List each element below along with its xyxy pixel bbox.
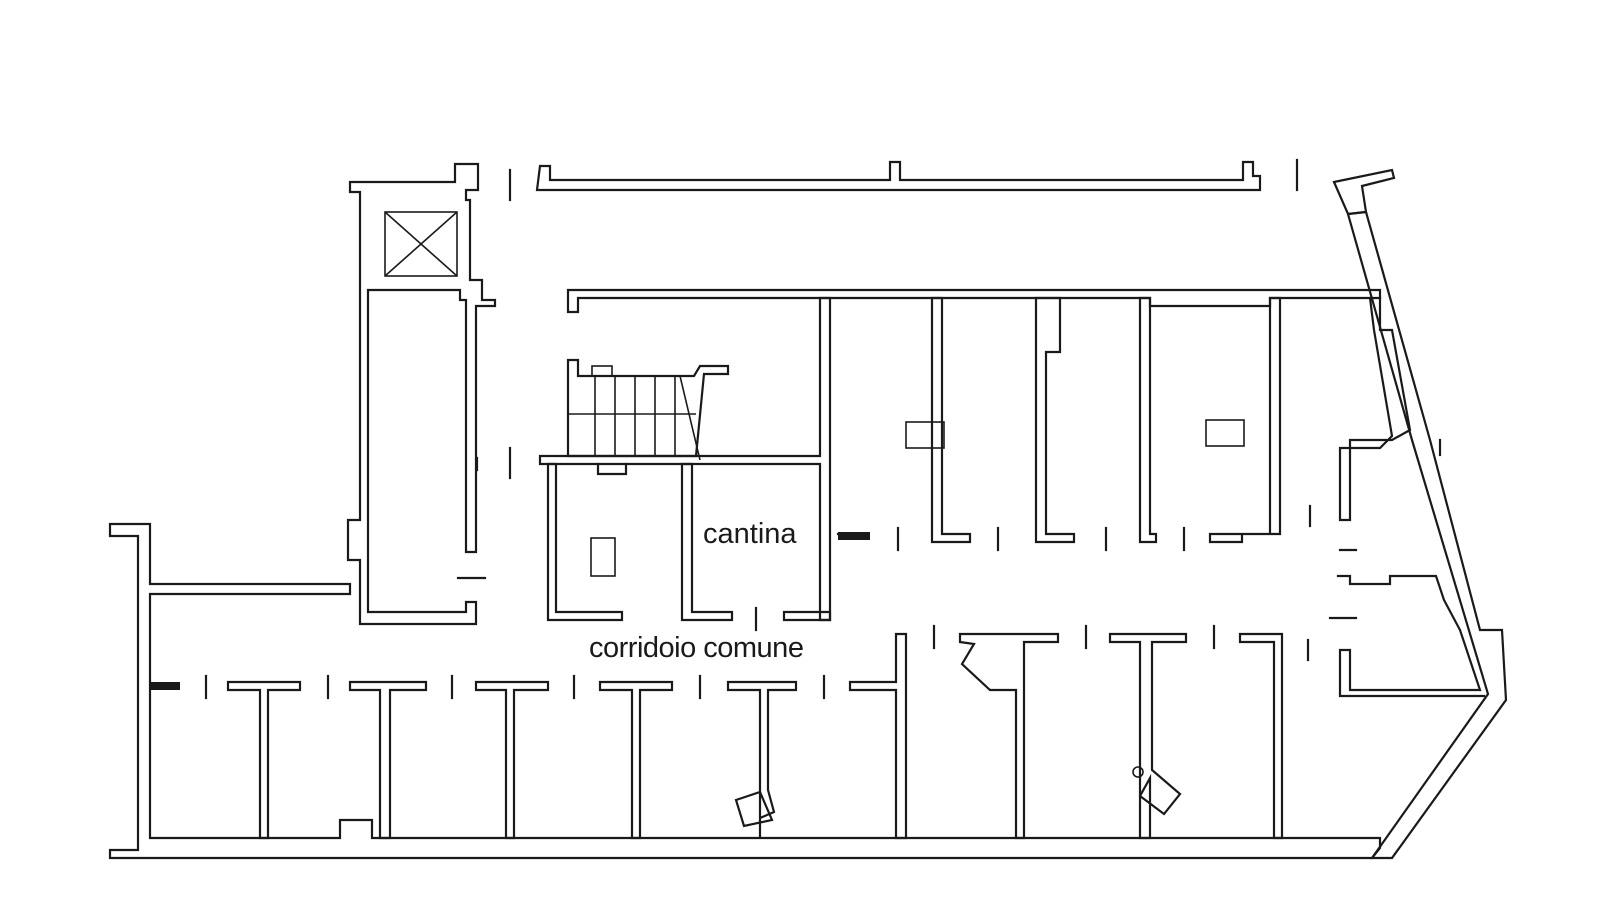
cellar-label: cantina (703, 518, 797, 550)
upper-right-cellars (836, 296, 1412, 552)
stair-room (538, 288, 1382, 622)
lower-cellars (150, 624, 1310, 840)
east-wall (1332, 168, 1508, 860)
corridor-label: corridoio comune (589, 632, 804, 664)
east-rooms (1328, 438, 1486, 698)
central-cellars (546, 462, 832, 632)
west-wing (108, 522, 1382, 860)
north-wall (508, 158, 1299, 202)
elevator-core (346, 162, 512, 626)
